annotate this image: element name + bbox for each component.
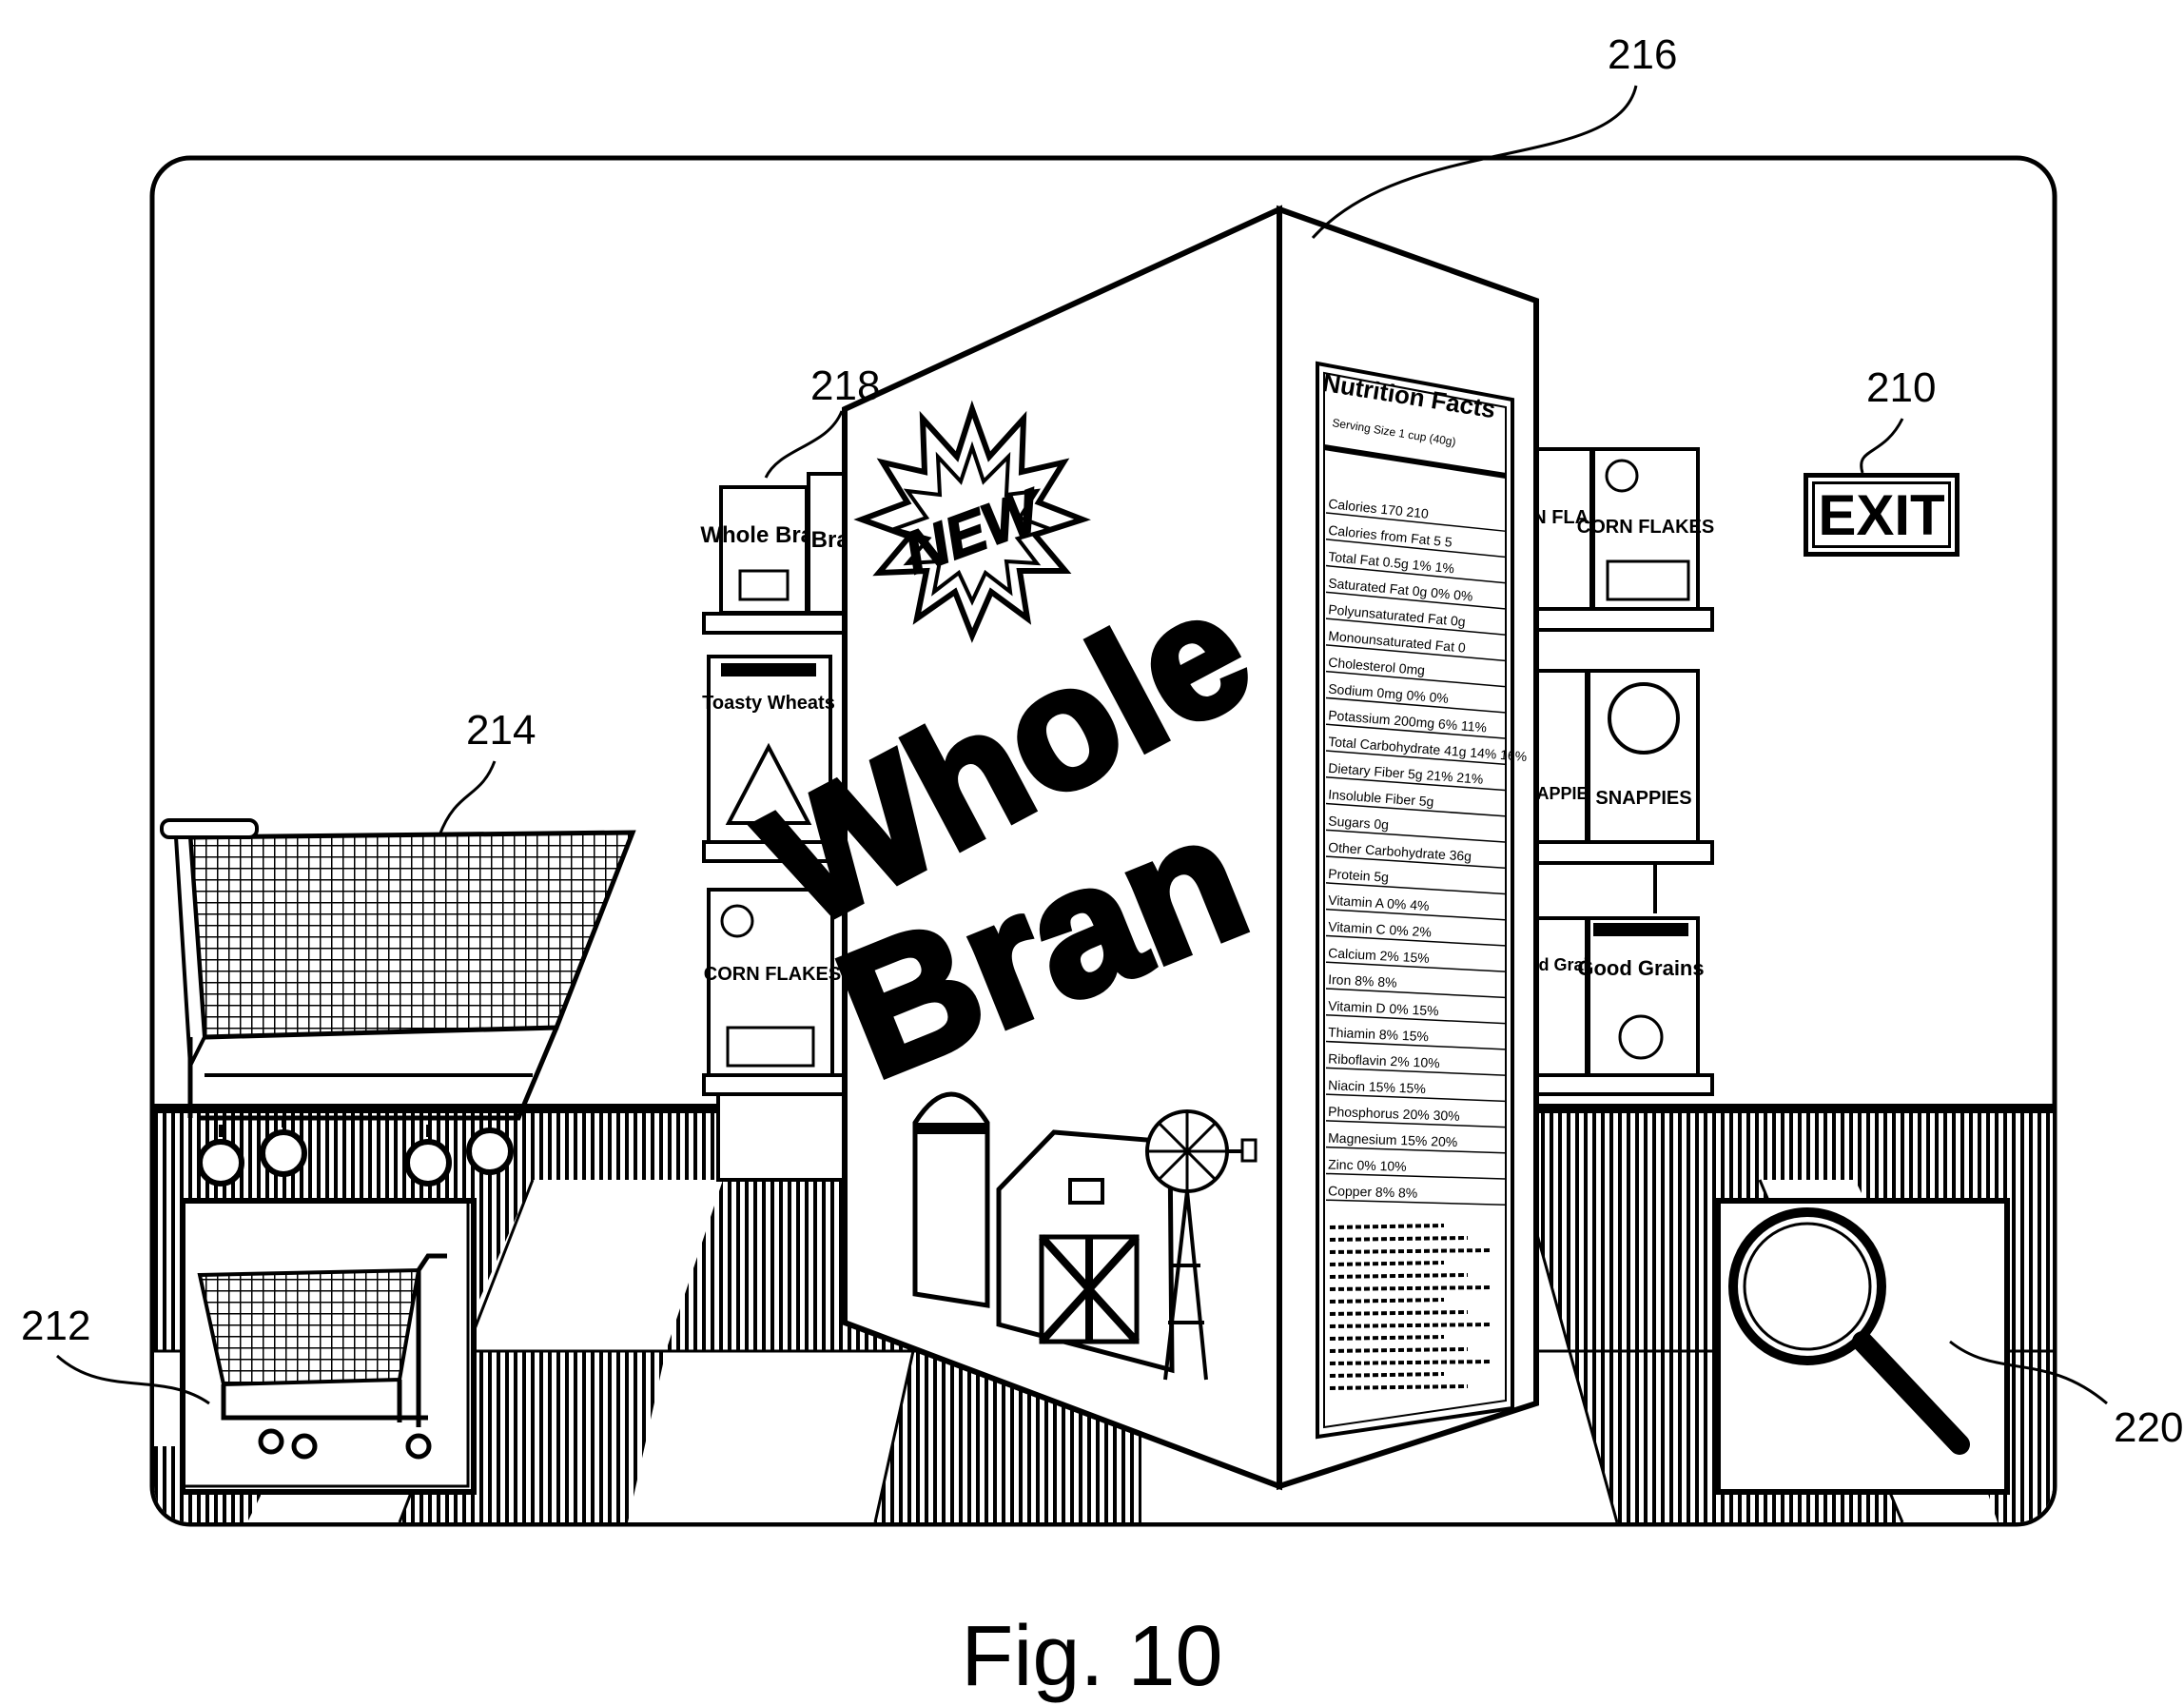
nutrition-row: Copper 8% 8%: [1328, 1183, 1418, 1201]
shelf-box-corn-flakes-left[interactable]: CORN FLAKES: [704, 888, 841, 1077]
cart-wheels: [197, 1118, 514, 1186]
new-starburst-badge: NEW: [853, 400, 1091, 643]
nutrition-row: Iron 8% 8%: [1328, 971, 1397, 990]
nutrition-row-rule: [1325, 644, 1506, 662]
svg-text:Toasty Wheats: Toasty Wheats: [702, 693, 835, 714]
nutrition-row-rule: [1325, 618, 1506, 636]
figure-caption: Fig. 10: [961, 1609, 1223, 1704]
nutrition-row: Niacin 15% 15%: [1328, 1077, 1426, 1096]
nutrition-row-rule: [1325, 670, 1506, 688]
fine-print-line: [1329, 1273, 1469, 1279]
nutrition-row-rule: [1325, 696, 1506, 714]
fine-print-line: [1329, 1335, 1445, 1341]
search-button-220[interactable]: [1715, 1198, 2010, 1495]
magnifier-icon: [1728, 1207, 1970, 1455]
fine-print-line: [1329, 1360, 1492, 1365]
nutrition-row: Vitamin A 0% 4%: [1328, 892, 1430, 913]
nutrition-row-rule: [1325, 829, 1506, 843]
ref-218: 218: [810, 363, 880, 409]
nutrition-row-rule: [1325, 1199, 1506, 1206]
nutrition-row-rule: [1325, 1040, 1506, 1050]
windmill: [1145, 1109, 1258, 1381]
nutrition-row-rule: [1325, 961, 1506, 972]
nutrition-facts-panel: Nutrition Facts Serving Size 1 cup (40g)…: [1316, 361, 1528, 1440]
fine-print-line: [1329, 1285, 1492, 1291]
nutrition-row-rule: [1325, 539, 1506, 559]
svg-text:Whole Bran: Whole Bran: [700, 522, 827, 548]
svg-text:CORN FLAKES: CORN FLAKES: [1577, 517, 1714, 538]
nutrition-row-rule: [1325, 934, 1506, 947]
nutrition-row: Insoluble Fiber 5g: [1328, 787, 1434, 810]
nutrition-row-rule: [1325, 1172, 1506, 1180]
fine-print-line: [1329, 1310, 1469, 1316]
shelf-box-good-grains-2[interactable]: Good Grains: [1577, 916, 1705, 1077]
ref-214: 214: [466, 707, 536, 754]
fine-print-line: [1329, 1298, 1445, 1304]
nutrition-row-rule: [1325, 591, 1506, 610]
nutrition-row: Phosphorus 20% 30%: [1328, 1104, 1460, 1124]
fine-print-line: [1329, 1236, 1469, 1242]
cereal-box-whole-bran-216[interactable]: NEW Whole Bran Nutr: [732, 205, 1539, 1491]
shopping-cart-icon: [197, 1253, 447, 1460]
nutrition-row-rule: [1325, 1067, 1506, 1076]
ref-210: 210: [1866, 364, 1936, 411]
svg-text:SNAPPIES: SNAPPIES: [1595, 788, 1691, 809]
nutrition-row: Zinc 0% 10%: [1328, 1156, 1407, 1173]
nutrition-row-rule: [1325, 512, 1506, 532]
shelf-box-corn-flakes-right-2[interactable]: CORN FLAKES: [1577, 447, 1714, 611]
shelf-box-whole-bran-small[interactable]: Whole Bran: [700, 485, 828, 615]
nutrition-row-rule: [1325, 1146, 1506, 1154]
nutrition-row-rule: [1325, 882, 1506, 895]
nutrition-row-rule: [1325, 802, 1506, 817]
nutrition-row-rule: [1325, 1120, 1506, 1128]
nutrition-row: Calcium 2% 15%: [1328, 945, 1430, 966]
nutrition-row-rule: [1325, 750, 1506, 766]
fine-print-line: [1329, 1248, 1492, 1254]
nutrition-row: Thiamin 8% 15%: [1328, 1025, 1429, 1045]
nutrition-row-rule: [1325, 908, 1506, 921]
fine-print-line: [1329, 1323, 1492, 1328]
nutrition-row: Vitamin C 0% 2%: [1328, 918, 1432, 939]
farm-illustration: [912, 1091, 1258, 1381]
nutrition-row-rule: [1325, 1014, 1506, 1025]
nutrition-row-rule: [1325, 723, 1506, 739]
nutrition-row-rule: [1325, 564, 1506, 584]
nutrition-row-rule: [1325, 988, 1506, 999]
ref-212: 212: [21, 1303, 90, 1349]
fine-print-line: [1329, 1261, 1445, 1266]
ref-216: 216: [1608, 31, 1677, 78]
nutrition-row-rule: [1325, 776, 1506, 792]
svg-text:Good Grains: Good Grains: [1577, 956, 1704, 980]
shelf-box-snappies-2[interactable]: SNAPPIES: [1587, 669, 1700, 844]
nutrition-row: Magnesium 15% 20%: [1328, 1130, 1458, 1149]
nutrition-row: Vitamin D 0% 15%: [1328, 998, 1439, 1019]
exit-button-210[interactable]: EXIT: [1804, 473, 1960, 557]
svg-text:CORN FLAKES: CORN FLAKES: [704, 964, 841, 985]
nutrition-row: Protein 5g: [1328, 866, 1390, 885]
right-shelf-unit: CORN FLAKES CORN FLAKES SNAPPIES SNAPPIE…: [1491, 447, 1714, 1096]
fine-print-line: [1329, 1224, 1445, 1229]
nutrition-row: Riboflavin 2% 10%: [1328, 1050, 1440, 1070]
fine-print-line: [1329, 1347, 1469, 1353]
fine-print-line: [1329, 1384, 1469, 1390]
cart-button-212[interactable]: [180, 1198, 477, 1495]
shelf-box-toasty-wheats[interactable]: Toasty Wheats: [702, 655, 835, 844]
reference-numerals: 216 218 210 214 212 220: [21, 31, 2183, 1451]
fine-print-line: [1329, 1372, 1445, 1378]
nutrition-row-rule: [1325, 1093, 1506, 1103]
nutrition-row-rule: [1325, 855, 1506, 869]
shopping-cart-214[interactable]: [160, 818, 636, 1186]
nutrition-row: Sugars 0g: [1328, 813, 1390, 832]
ref-220: 220: [2114, 1404, 2183, 1451]
